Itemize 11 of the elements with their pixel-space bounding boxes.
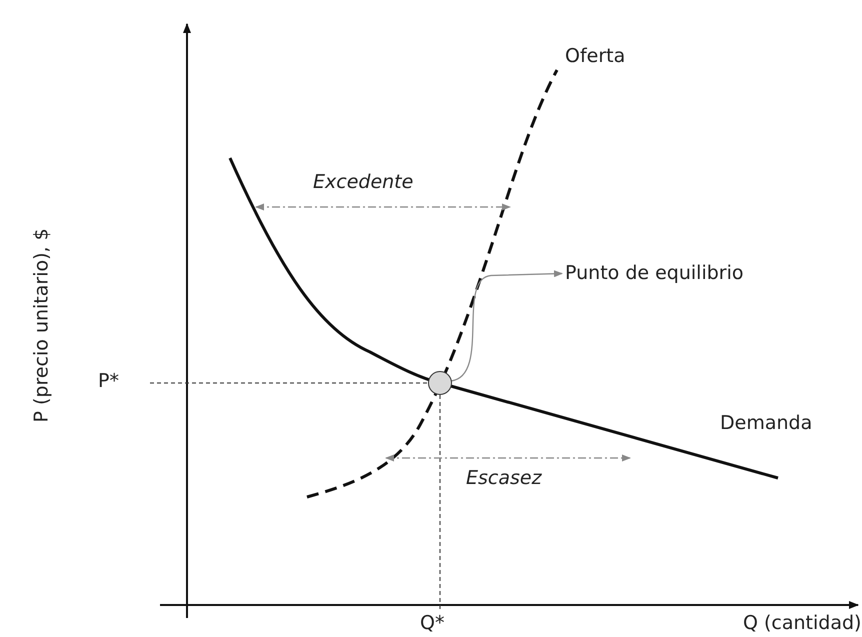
equilibrium-point (428, 371, 452, 395)
tick-label: P* (98, 370, 119, 393)
annotation-text: Excedente (313, 171, 414, 194)
leader-line (450, 270, 563, 382)
curve-label: Oferta (565, 45, 626, 68)
axis-label: Q (cantidad) (743, 612, 862, 635)
annotation-text: Punto de equilibrio (565, 262, 744, 285)
curve-label: Demanda (720, 412, 812, 435)
annotation-text: Escasez (466, 467, 542, 490)
tick-label: Q* (420, 612, 444, 635)
axis-label: P (precio unitario), $ (30, 228, 54, 422)
